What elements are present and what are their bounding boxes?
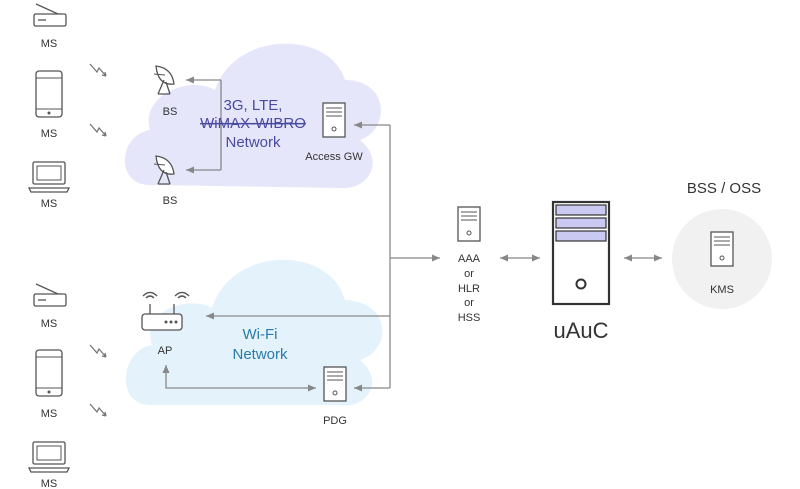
bs-label: BS (163, 195, 178, 207)
server-icon (322, 102, 346, 138)
bss-oss: BSS / OSS KMS (672, 180, 772, 309)
ms-label: MS (41, 478, 58, 489)
access-gw: Access GW (305, 102, 363, 163)
aaa-label-line: HSS (458, 312, 481, 324)
server-icon (710, 231, 734, 267)
uauc-label: uAuC (553, 318, 608, 343)
network-title-line: Network (232, 346, 288, 363)
ms-laptop-upper: MS (28, 161, 70, 210)
network-title-line: 3G, LTE, (224, 97, 283, 114)
wireless-link-icon (89, 63, 107, 77)
wireless-link-icon (89, 344, 107, 358)
cellular-network-title: 3G, LTE, WiMAX-WIBRO Network (200, 97, 306, 151)
wireless-link-icon (89, 403, 107, 417)
aaa-label-line: or (464, 297, 474, 309)
phone-icon (35, 70, 63, 118)
uauc-server: uAuC (551, 200, 611, 343)
wifi-signal-icon (142, 291, 158, 299)
pdg: PDG (323, 366, 347, 427)
wifi-network-title: Wi-Fi Network (232, 326, 288, 363)
ms-laptop-lower: MS (28, 441, 70, 489)
aaa-label-line: or (464, 268, 474, 280)
network-title-line: Network (225, 134, 281, 151)
laptop-icon (28, 441, 70, 473)
bs-label: BS (163, 106, 178, 118)
wireless-link-icon (89, 123, 107, 137)
server-icon (323, 366, 347, 402)
access-gw-label: Access GW (305, 151, 363, 163)
ap-pdg-link (162, 365, 316, 392)
ap: AP (141, 291, 190, 357)
network-title-line: WiMAX-WIBRO (200, 115, 306, 132)
phone-icon (35, 349, 63, 397)
aaa-label-line: HLR (458, 283, 480, 295)
server-icon (457, 206, 481, 242)
satellite-dish-icon (153, 65, 175, 95)
ms-label: MS (41, 318, 58, 330)
bs-link (186, 76, 222, 174)
backbone-links (206, 121, 440, 392)
scanner-icon (33, 283, 67, 307)
bs-bottom: BS (153, 155, 178, 207)
bs-top: BS (153, 65, 178, 118)
ms-phone-lower: MS (35, 349, 63, 420)
ms-scanner-lower: MS (33, 283, 67, 330)
ms-scanner-upper: MS (33, 3, 67, 50)
ms-label: MS (41, 198, 58, 210)
scanner-icon (33, 3, 67, 27)
aaa-server: AAA or HLR or HSS (457, 206, 481, 324)
aaa-label-line: AAA (458, 253, 481, 265)
ms-label: MS (41, 408, 58, 420)
network-title-line: Wi-Fi (243, 326, 278, 343)
ap-label: AP (158, 345, 173, 357)
laptop-icon (28, 161, 70, 193)
pdg-label: PDG (323, 415, 347, 427)
kms-label: KMS (710, 284, 734, 296)
cellular-cloud (124, 43, 381, 189)
ms-label: MS (41, 128, 58, 140)
ms-label: MS (41, 38, 58, 50)
wifi-signal-icon (174, 291, 190, 299)
bss-oss-title: BSS / OSS (687, 180, 761, 197)
ms-phone-upper: MS (35, 70, 63, 140)
